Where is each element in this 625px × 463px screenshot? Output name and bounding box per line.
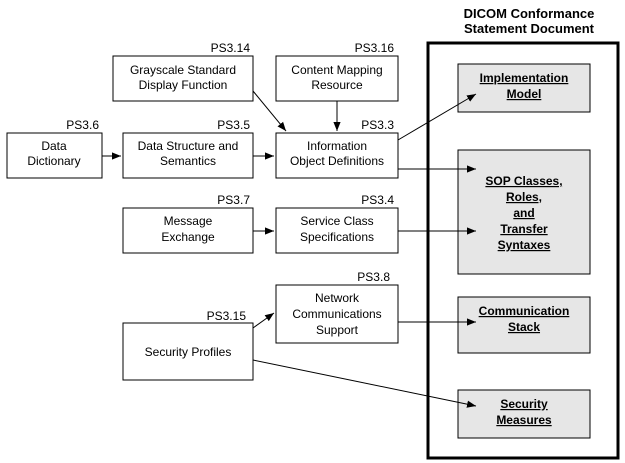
part-ps37-line-2: Exchange [161, 230, 215, 244]
part-ps37-box: PS3.7 Message Exchange [122, 193, 254, 254]
part-ps315-line-1: Security Profiles [145, 345, 232, 359]
part-ps36-line-2: Dictionary [27, 154, 80, 168]
part-ps34-line-1: Service Class [300, 214, 373, 228]
part-ps34-line-2: Specifications [300, 230, 374, 244]
part-ps33-tag: PS3.3 [361, 118, 394, 132]
output-security-measures-box: Security Measures [457, 389, 591, 439]
part-ps33-line-2: Object Definitions [290, 154, 384, 168]
conformance-statement-container [426, 41, 620, 460]
part-ps33-box: PS3.3 Information Object Definitions [275, 118, 399, 179]
output-sop-classes-box: SOP Classes, Roles, and Transfer Syntaxe… [457, 149, 591, 275]
output-sec-line-2: Measures [496, 413, 552, 427]
part-ps38-line-2: Communications [292, 307, 381, 321]
part-ps35-line-2: Semantics [160, 154, 216, 168]
part-ps316-line-1: Content Mapping [291, 63, 382, 77]
part-ps38-tag: PS3.8 [357, 270, 390, 284]
part-ps36-tag: PS3.6 [66, 118, 99, 132]
part-ps38-line-3: Support [316, 323, 359, 337]
arrow-ps314-to-ps33 [252, 90, 287, 132]
output-comm-line-1: Communication [479, 304, 570, 318]
output-sec-line-1: Security [500, 397, 548, 411]
part-ps37-line-1: Message [164, 214, 213, 228]
output-sop-line-4: Transfer [500, 222, 548, 236]
header-line-2: Statement Document [464, 21, 595, 36]
part-ps315-box: PS3.15 Security Profiles [122, 309, 254, 381]
part-ps34-tag: PS3.4 [361, 193, 394, 207]
part-ps35-tag: PS3.5 [217, 118, 250, 132]
part-ps33-line-1: Information [307, 139, 367, 153]
part-ps35-line-1: Data Structure and [138, 139, 239, 153]
header-line-1: DICOM Conformance [464, 6, 595, 21]
output-comm-line-2: Stack [508, 320, 540, 334]
output-sop-line-5: Syntaxes [498, 238, 551, 252]
output-impl-line-1: Implementation [480, 71, 569, 85]
part-ps36-box: PS3.6 Data Dictionary [6, 118, 103, 179]
output-sop-line-2: Roles, [506, 190, 542, 204]
output-communication-stack-box: Communication Stack [457, 296, 591, 354]
part-ps316-box: PS3.16 Content Mapping Resource [275, 41, 399, 102]
arrow-ps33-to-implementation [397, 93, 477, 141]
output-impl-line-2: Model [507, 87, 542, 101]
output-sop-line-1: SOP Classes, [485, 174, 562, 188]
part-ps38-box: PS3.8 Network Communications Support [275, 270, 399, 344]
output-implementation-model-box: Implementation Model [457, 63, 591, 113]
part-ps316-tag: PS3.16 [355, 41, 395, 55]
part-ps34-box: PS3.4 Service Class Specifications [275, 193, 399, 254]
part-ps315-tag: PS3.15 [207, 309, 247, 323]
part-ps316-line-2: Resource [311, 78, 363, 92]
part-ps314-box: PS3.14 Grayscale Standard Display Functi… [112, 41, 254, 102]
part-ps314-tag: PS3.14 [211, 41, 251, 55]
arrow-ps315-to-security [252, 359, 477, 408]
part-ps314-line-2: Display Function [139, 78, 228, 92]
part-ps314-line-1: Grayscale Standard [130, 63, 236, 77]
part-ps35-box: PS3.5 Data Structure and Semantics [122, 118, 254, 179]
part-ps38-line-1: Network [315, 291, 360, 305]
part-ps36-line-1: Data [41, 139, 67, 153]
arrow-ps315-to-ps38 [252, 312, 275, 329]
part-ps37-tag: PS3.7 [217, 193, 250, 207]
output-sop-line-3: and [513, 206, 534, 220]
